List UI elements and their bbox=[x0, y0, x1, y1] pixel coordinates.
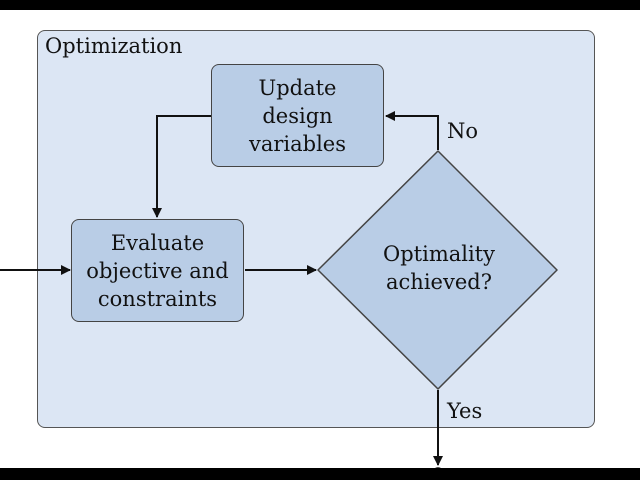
top-black-bar bbox=[0, 0, 640, 10]
decision-diamond bbox=[317, 150, 558, 390]
bottom-black-bar bbox=[0, 468, 640, 480]
update-design-variables-box: Update design variables bbox=[211, 64, 384, 167]
evaluate-objective-box: Evaluate objective and constraints bbox=[71, 219, 244, 322]
no-arrow bbox=[385, 111, 439, 150]
update-to-evaluate-arrow bbox=[152, 115, 211, 218]
no-label: No bbox=[447, 119, 479, 143]
evaluate-box-label: Evaluate objective and constraints bbox=[86, 230, 229, 311]
decision-label: Optimality achieved? bbox=[383, 242, 495, 294]
yes-label: Yes bbox=[447, 399, 483, 423]
group-title: Optimization bbox=[45, 34, 183, 58]
update-box-label: Update design variables bbox=[248, 75, 347, 156]
